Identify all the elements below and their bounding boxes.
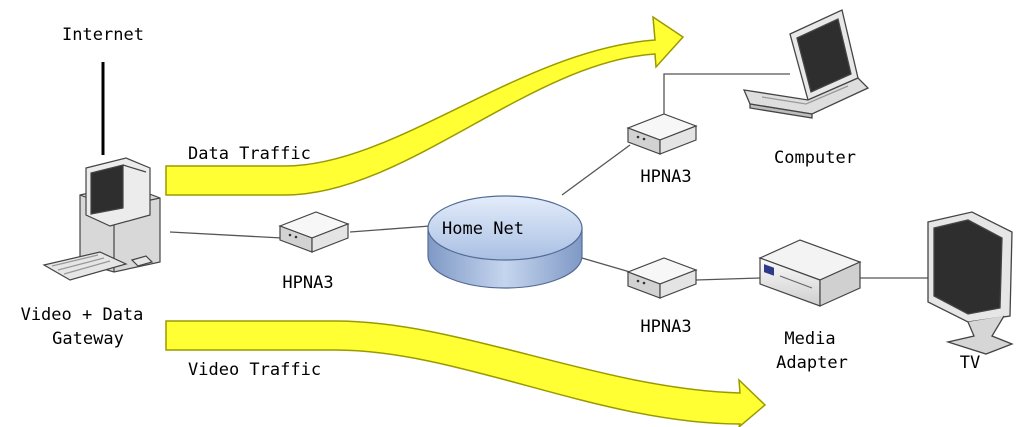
data-traffic-arrow [165, 15, 685, 196]
hpna-left-label: HPNA3 [282, 273, 333, 293]
media-adapter-label-line2: Adapter [776, 353, 848, 373]
hpna-bottom-label: HPNA3 [640, 317, 691, 337]
video-traffic-label: Video Traffic [188, 360, 321, 380]
tv-label: TV [960, 353, 980, 373]
gateway-to-hpna-line [169, 231, 283, 239]
hpna-top-to-computer-line [663, 73, 790, 118]
home-net-cloud [427, 195, 583, 289]
desktop-computer-icon [42, 157, 161, 281]
hpna-to-homenet-line [349, 225, 431, 233]
network-adapter-icon [626, 113, 698, 155]
data-traffic-label: Data Traffic [188, 144, 311, 164]
gateway-label-line1: Video + Data [21, 305, 144, 325]
hpna-bottom-to-media-line [695, 277, 761, 281]
media-adapter-label-line1: Media [784, 329, 835, 349]
home-net-label: Home Net [442, 219, 524, 239]
network-adapter-icon [626, 257, 698, 299]
set-top-box-icon [758, 239, 862, 307]
hpna-top-label: HPNA3 [640, 167, 691, 187]
gateway-label-line2: Gateway [52, 329, 124, 349]
internet-label: Internet [62, 25, 144, 45]
homenet-to-hpna-bottom-line [581, 257, 631, 273]
connection-lines [101, 62, 932, 281]
flat-monitor-icon [927, 211, 1014, 355]
laptop-icon [742, 9, 870, 119]
network-adapter-icon [278, 211, 350, 253]
computer-label: Computer [774, 148, 856, 168]
video-traffic-arrow [165, 320, 767, 427]
homenet-to-hpna-top-line [561, 144, 631, 196]
